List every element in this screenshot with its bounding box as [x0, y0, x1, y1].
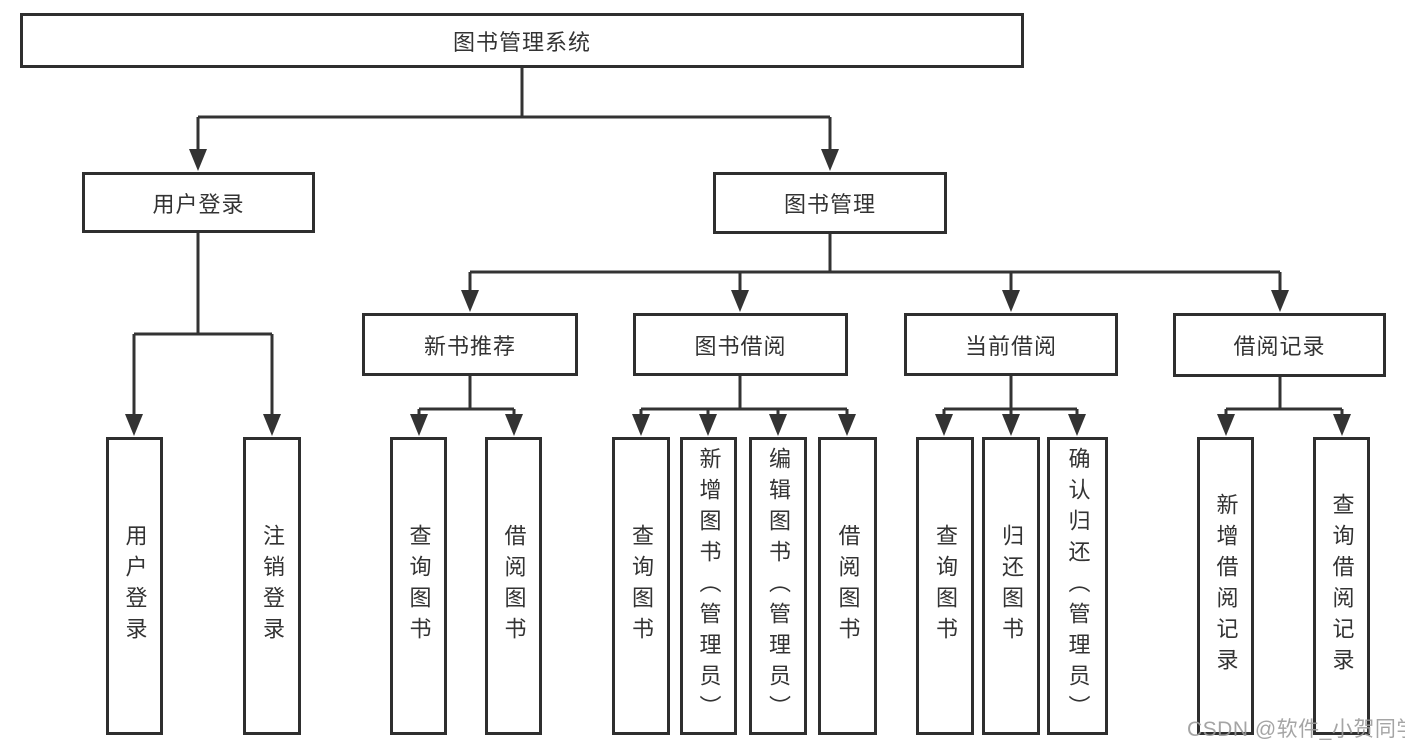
arrowhead-icon	[125, 414, 143, 436]
leaf-current-query-books: 查询图书	[916, 437, 974, 735]
leaf-newbook-borrow-books: 借阅图书	[485, 437, 542, 735]
node-current-borrow: 当前借阅	[904, 313, 1118, 376]
arrowhead-icon	[1217, 414, 1235, 436]
arrowhead-icon	[1271, 290, 1289, 312]
leaf-records-query-record: 查询借阅记录	[1313, 437, 1370, 735]
node-book-management-label: 图书管理	[783, 192, 876, 217]
arrowhead-icon	[505, 414, 523, 436]
leaf-user-login-label: 用户登录	[122, 524, 148, 648]
connector-current-borrow	[935, 374, 1086, 436]
node-borrow-records: 借阅记录	[1173, 313, 1386, 377]
connector-borrow-records	[1217, 375, 1351, 436]
connector-book-borrow	[632, 374, 856, 436]
arrowhead-icon	[1002, 414, 1020, 436]
arrowhead-icon	[699, 414, 717, 436]
arrowhead-icon	[410, 414, 428, 436]
node-new-book-recommend-label: 新书推荐	[423, 333, 516, 359]
leaf-borrow-query-books: 查询图书	[612, 437, 670, 735]
node-book-management: 图书管理	[713, 172, 947, 234]
leaf-newbook-borrow-books-label: 借阅图书	[501, 524, 527, 648]
arrowhead-icon	[769, 414, 787, 436]
leaf-current-query-books-label: 查询图书	[933, 524, 958, 648]
arrowhead-icon	[461, 290, 479, 312]
leaf-borrow-add-books-admin: 新增图书（管理员）	[680, 437, 737, 735]
node-book-borrow: 图书借阅	[633, 313, 848, 376]
node-book-borrow-label: 图书借阅	[694, 333, 787, 359]
leaf-logout-label: 注销登录	[260, 524, 285, 648]
leaf-newbook-query-books: 查询图书	[390, 437, 447, 735]
leaf-logout: 注销登录	[243, 437, 301, 735]
leaf-records-add-record-label: 新增借阅记录	[1213, 493, 1239, 679]
connector-book-management	[461, 232, 1289, 312]
connector-root	[189, 66, 839, 171]
leaf-newbook-query-books-label: 查询图书	[406, 524, 432, 648]
arrowhead-icon	[838, 414, 856, 436]
leaf-borrow-borrow-books: 借阅图书	[818, 437, 877, 735]
leaf-records-add-record: 新增借阅记录	[1197, 437, 1254, 735]
leaf-borrow-add-books-admin-label: 新增图书（管理员）	[696, 446, 722, 726]
csdn-watermark: CSDN @软件_小贺同学	[1187, 718, 1405, 741]
leaf-records-query-record-label: 查询借阅记录	[1329, 493, 1355, 679]
arrowhead-icon	[189, 149, 207, 171]
arrowhead-icon	[263, 414, 281, 436]
arrowhead-icon	[1002, 290, 1020, 312]
connector-user-login	[125, 231, 281, 436]
arrowhead-icon	[1333, 414, 1351, 436]
node-user-login-label: 用户登录	[152, 191, 245, 217]
node-new-book-recommend: 新书推荐	[362, 313, 578, 376]
leaf-user-login: 用户登录	[106, 437, 163, 735]
leaf-borrow-query-books-label: 查询图书	[629, 524, 654, 648]
arrowhead-icon	[632, 414, 650, 436]
leaf-current-return-books: 归还图书	[982, 437, 1040, 735]
leaf-current-confirm-return-admin-label: 确认归还（管理员）	[1065, 446, 1091, 726]
leaf-borrow-borrow-books-label: 借阅图书	[835, 524, 861, 648]
node-borrow-records-label: 借阅记录	[1233, 334, 1326, 359]
connector-new-book-recommend	[410, 374, 523, 436]
arrowhead-icon	[935, 414, 953, 436]
leaf-current-confirm-return-admin: 确认归还（管理员）	[1047, 437, 1108, 735]
arrowhead-icon	[1068, 414, 1086, 436]
leaf-borrow-edit-books-admin: 编辑图书（管理员）	[749, 437, 807, 735]
arrowhead-icon	[821, 149, 839, 171]
leaf-borrow-edit-books-admin-label: 编辑图书（管理员）	[766, 446, 791, 726]
node-root-label: 图书管理系统	[452, 29, 591, 55]
node-root: 图书管理系统	[20, 13, 1024, 68]
arrowhead-icon	[731, 290, 749, 312]
node-current-borrow-label: 当前借阅	[964, 333, 1057, 359]
node-user-login: 用户登录	[82, 172, 315, 233]
leaf-current-return-books-label: 归还图书	[999, 524, 1024, 648]
